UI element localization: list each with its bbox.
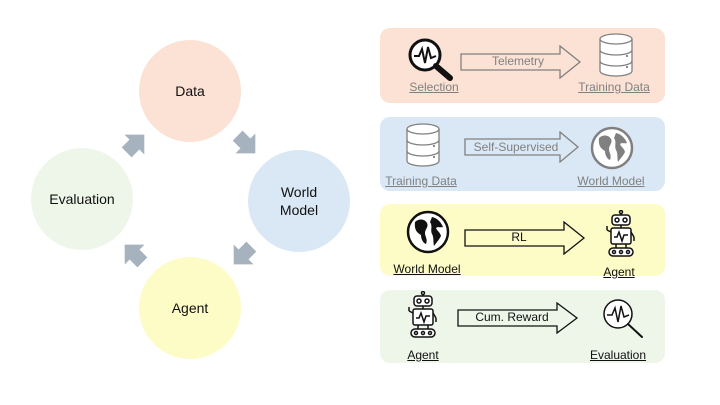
arrow-data-to-world-model — [232, 130, 256, 154]
panel-world-model-stage: Training Data Self-Supervised World Mode… — [380, 117, 665, 191]
robot-icon — [606, 210, 635, 257]
panel-evaluation-stage: Agent Cum. Reward Evaluation — [380, 290, 665, 363]
panel-agent-stage: World Model RL Agent — [380, 204, 665, 279]
arrow-evaluation-to-data — [121, 134, 145, 158]
source-label: Selection — [409, 80, 459, 94]
arrow-label: Self-Supervised — [473, 140, 559, 154]
arrow-agent-to-evaluation — [124, 244, 148, 268]
target-label: Evaluation — [589, 348, 647, 362]
arrow-label: Cum. Reward — [475, 310, 549, 324]
arrow-label: RL — [511, 230, 527, 244]
target-label: World Model — [577, 174, 645, 188]
arrow-label: Telemetry — [491, 54, 545, 68]
source-label: World Model — [393, 262, 461, 276]
right-arrow — [457, 302, 579, 334]
magnifier-waveform-icon — [603, 299, 643, 338]
target-label: Training Data — [578, 80, 650, 94]
arrow-world-model-to-agent — [233, 241, 257, 265]
node-data: Data — [139, 40, 241, 142]
globe-icon — [406, 210, 450, 254]
database-icon — [406, 123, 440, 167]
node-data-label: Data — [175, 83, 205, 99]
right-arrow — [464, 131, 580, 163]
right-arrow — [464, 221, 586, 255]
cycle-arrows — [121, 130, 257, 268]
node-world-model-label-line2: Model — [279, 202, 319, 218]
magnifier-waveform-icon — [408, 38, 453, 81]
panel-data-stage: Selection Telemetry Training Data — [380, 28, 665, 103]
node-agent: Agent — [139, 257, 241, 359]
database-icon — [599, 33, 633, 77]
node-evaluation-label: Evaluation — [49, 191, 115, 207]
node-world-model: World Model — [248, 150, 350, 252]
robot-icon — [408, 291, 437, 338]
node-world-model-label-line1: World — [280, 184, 318, 200]
node-evaluation: Evaluation — [31, 148, 133, 250]
right-arrow — [460, 45, 582, 79]
globe-icon — [590, 126, 634, 170]
source-label: Agent — [407, 348, 439, 362]
target-label: Agent — [603, 265, 635, 279]
source-label: Training Data — [385, 174, 457, 188]
node-agent-label: Agent — [171, 300, 209, 316]
